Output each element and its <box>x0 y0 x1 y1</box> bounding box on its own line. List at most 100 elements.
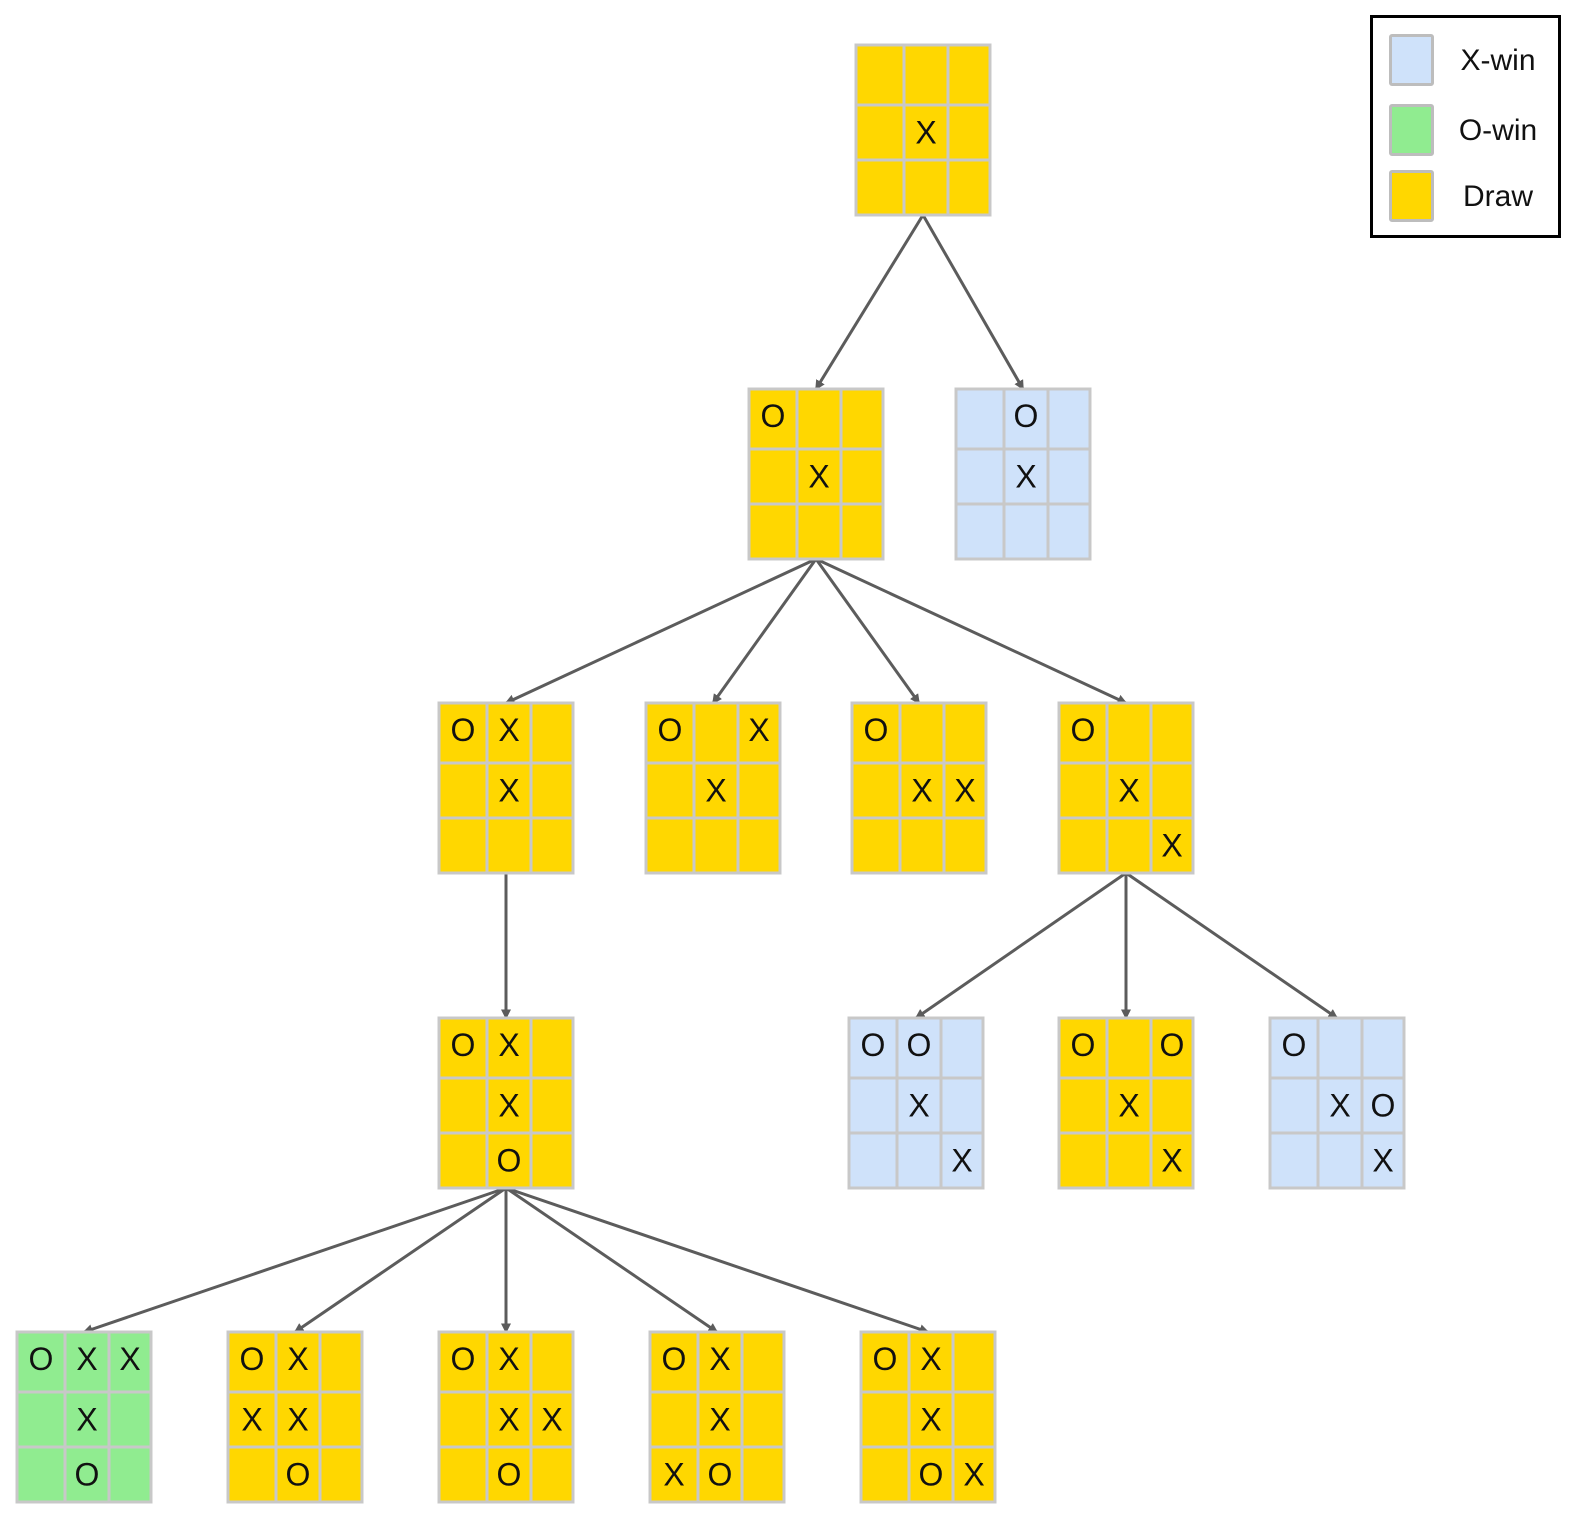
board-cell <box>954 502 1006 561</box>
board-cell <box>1105 816 1153 875</box>
x-mark: X <box>498 1402 519 1438</box>
board-cell <box>437 816 489 875</box>
board-cell <box>485 1445 533 1504</box>
board-cell <box>847 1131 899 1190</box>
edge-root-to-b1 <box>814 214 925 391</box>
o-mark: O <box>873 1341 898 1377</box>
board-b2: OX <box>954 387 1092 561</box>
board-cell <box>1316 1131 1364 1190</box>
board-cell <box>795 502 843 561</box>
board-cell <box>437 1390 489 1449</box>
board-cell <box>736 816 782 875</box>
board-cell <box>850 701 902 765</box>
board-cell <box>644 761 696 820</box>
board-cell <box>847 1076 899 1135</box>
board-cell <box>318 1445 364 1504</box>
board-cell <box>1046 447 1092 506</box>
legend-swatch-draw <box>1389 170 1434 222</box>
board-cell <box>839 502 885 561</box>
x-mark: X <box>705 773 726 809</box>
edge-b1-to-b1a <box>504 557 817 705</box>
o-mark: O <box>451 1027 476 1063</box>
o-mark: O <box>1160 1027 1185 1063</box>
board-cell <box>939 1016 985 1080</box>
board-cell <box>437 761 489 820</box>
o-mark: O <box>658 712 683 748</box>
legend-item-x-win: X-win <box>1389 34 1554 86</box>
board-cell <box>942 701 988 765</box>
board-cell <box>644 701 696 765</box>
board-cell <box>485 1330 533 1394</box>
board-cell <box>226 1445 278 1504</box>
legend-swatch-x-win <box>1389 34 1434 86</box>
x-mark: X <box>954 773 975 809</box>
board-cell <box>951 1445 997 1504</box>
board-cell <box>226 1330 278 1394</box>
board-cell <box>839 447 885 506</box>
board-cell <box>1149 816 1195 875</box>
board-cell <box>951 1390 997 1449</box>
board-cell <box>696 1445 744 1504</box>
board-cell <box>1105 1016 1153 1080</box>
board-cell <box>648 1390 700 1449</box>
o-mark: O <box>1014 398 1039 434</box>
board-cell <box>15 1445 67 1504</box>
board-cell <box>946 103 992 162</box>
x-mark: X <box>498 773 519 809</box>
board-cell <box>898 816 946 875</box>
board-cell <box>898 701 946 765</box>
board-cell <box>529 761 575 820</box>
edge-b1-to-b1c <box>814 558 921 705</box>
o-mark: O <box>497 1457 522 1493</box>
board-cell <box>946 158 992 217</box>
o-mark: O <box>451 1341 476 1377</box>
board-cell <box>692 816 740 875</box>
board-cell <box>795 387 843 451</box>
board-cell <box>854 103 906 162</box>
board-cell <box>529 1016 575 1080</box>
board-cell <box>902 43 950 107</box>
o-mark: O <box>662 1341 687 1377</box>
o-mark: O <box>907 1027 932 1063</box>
legend-label-x-win: X-win <box>1460 44 1536 77</box>
board-cell <box>907 1330 955 1394</box>
board-cell <box>107 1390 153 1449</box>
board-cell <box>529 1445 575 1504</box>
x-mark: X <box>1118 1088 1139 1124</box>
x-mark: X <box>1161 828 1182 864</box>
board-cell <box>850 816 902 875</box>
board-cell <box>1002 387 1050 451</box>
edge-b1a1-to-b1a1b <box>293 1186 507 1334</box>
board-cell <box>1149 1131 1195 1190</box>
edge-b1a1-to-b1a1a <box>82 1186 507 1334</box>
x-mark: X <box>951 1143 972 1179</box>
board-cell <box>1046 387 1092 451</box>
board-cell <box>318 1390 364 1449</box>
board-cell <box>951 1330 997 1394</box>
x-mark: X <box>119 1341 140 1377</box>
board-cell <box>485 816 533 875</box>
board-cell <box>529 1330 575 1394</box>
x-mark: X <box>498 1088 519 1124</box>
board-cell <box>1268 1131 1320 1190</box>
edge-b1-to-b1d <box>815 557 1128 705</box>
board-cell <box>648 1445 700 1504</box>
edge-b1a1-to-b1a1d <box>505 1186 719 1334</box>
board-cell <box>859 1390 911 1449</box>
x-mark: X <box>663 1457 684 1493</box>
o-mark: O <box>919 1457 944 1493</box>
board-cell <box>529 1076 575 1135</box>
x-mark: X <box>963 1457 984 1493</box>
legend-swatch-o-win <box>1389 104 1434 156</box>
board-cell <box>939 1131 985 1190</box>
edge-b1-to-b1b <box>711 558 818 705</box>
x-mark: X <box>911 773 932 809</box>
board-cell <box>648 1330 700 1394</box>
board-cell <box>839 387 885 451</box>
board-cell <box>318 1330 364 1394</box>
